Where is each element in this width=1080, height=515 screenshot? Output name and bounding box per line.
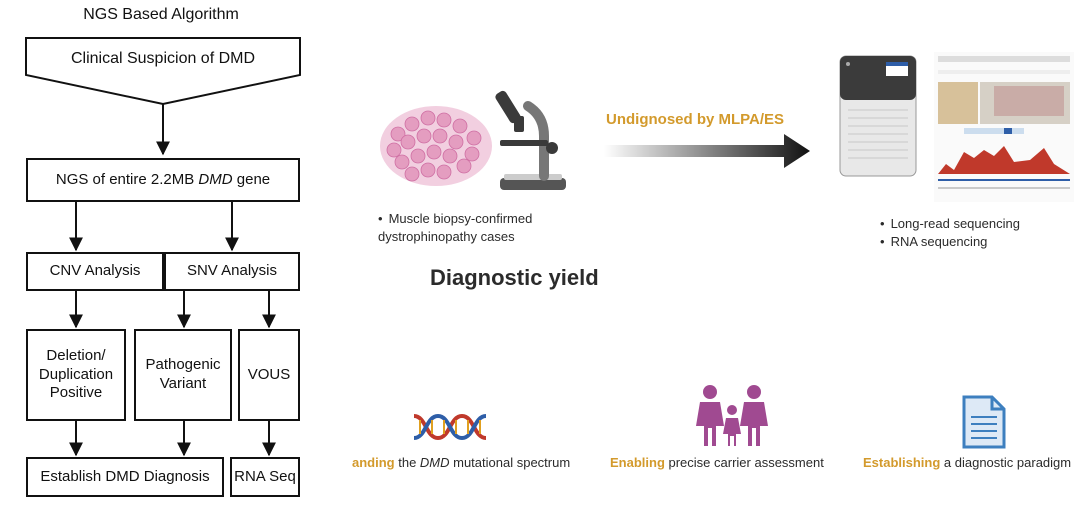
establish-diagnosis-box: Establish DMD Diagnosis	[26, 457, 224, 497]
deletion-duplication-box: Deletion/ Duplication Positive	[26, 329, 126, 421]
bullet-dot: •	[378, 211, 383, 226]
document-icon	[962, 395, 1006, 449]
muscle-biopsy-illustration	[380, 106, 492, 186]
method-item: •RNA sequencing	[880, 234, 988, 249]
start-label: Clinical Suspicion of DMD	[70, 50, 256, 67]
start-shape	[25, 37, 301, 106]
graphical-summary: •Muscle biopsy-confirmed dystrophinopath…	[340, 0, 1080, 515]
snv-analysis-box: SNV Analysis	[164, 252, 300, 291]
ngs-box: NGS of entire 2.2MB DMD gene	[26, 158, 300, 202]
flowchart-title: NGS Based Algorithm	[83, 6, 239, 23]
cnv-analysis-box: CNV Analysis	[26, 252, 164, 291]
family-icon	[696, 385, 768, 446]
vous-box: VOUS	[238, 329, 300, 421]
rna-seq-browser-thumbnail	[934, 52, 1074, 202]
outcome-diagnostic-paradigm: Establishing a diagnostic paradigm	[863, 455, 1072, 470]
outcome-carrier-assessment: Enabling precise carrier assessment	[610, 455, 824, 470]
undiagnosed-label: Undignosed by MLPA/ES	[606, 111, 785, 128]
progression-arrow	[604, 134, 810, 168]
pathogenic-variant-box: Pathogenic Variant	[134, 329, 232, 421]
outcome-mutational-spectrum: anding the DMD mutational spectrum	[352, 455, 571, 470]
dna-helix-icon	[413, 413, 487, 441]
biopsy-bullet: •Muscle biopsy-confirmed dystrophinopath…	[378, 211, 533, 244]
ngs-algorithm-flowchart: NGS Based Algorithm Clinical Suspicion o…	[0, 0, 320, 515]
sequencer-device-icon	[839, 55, 917, 177]
flowchart-connectors	[25, 37, 301, 457]
diagnostic-yield-heading: Diagnostic yield	[430, 265, 599, 290]
method-item: •Long-read sequencing	[880, 216, 1020, 231]
microscope-icon	[495, 90, 566, 190]
rna-seq-box: RNA Seq	[230, 457, 300, 497]
ngs-box-text: NGS of entire 2.2MB DMD gene	[55, 170, 271, 188]
methods-bullets: •Long-read sequencing •RNA sequencing	[880, 215, 1080, 251]
